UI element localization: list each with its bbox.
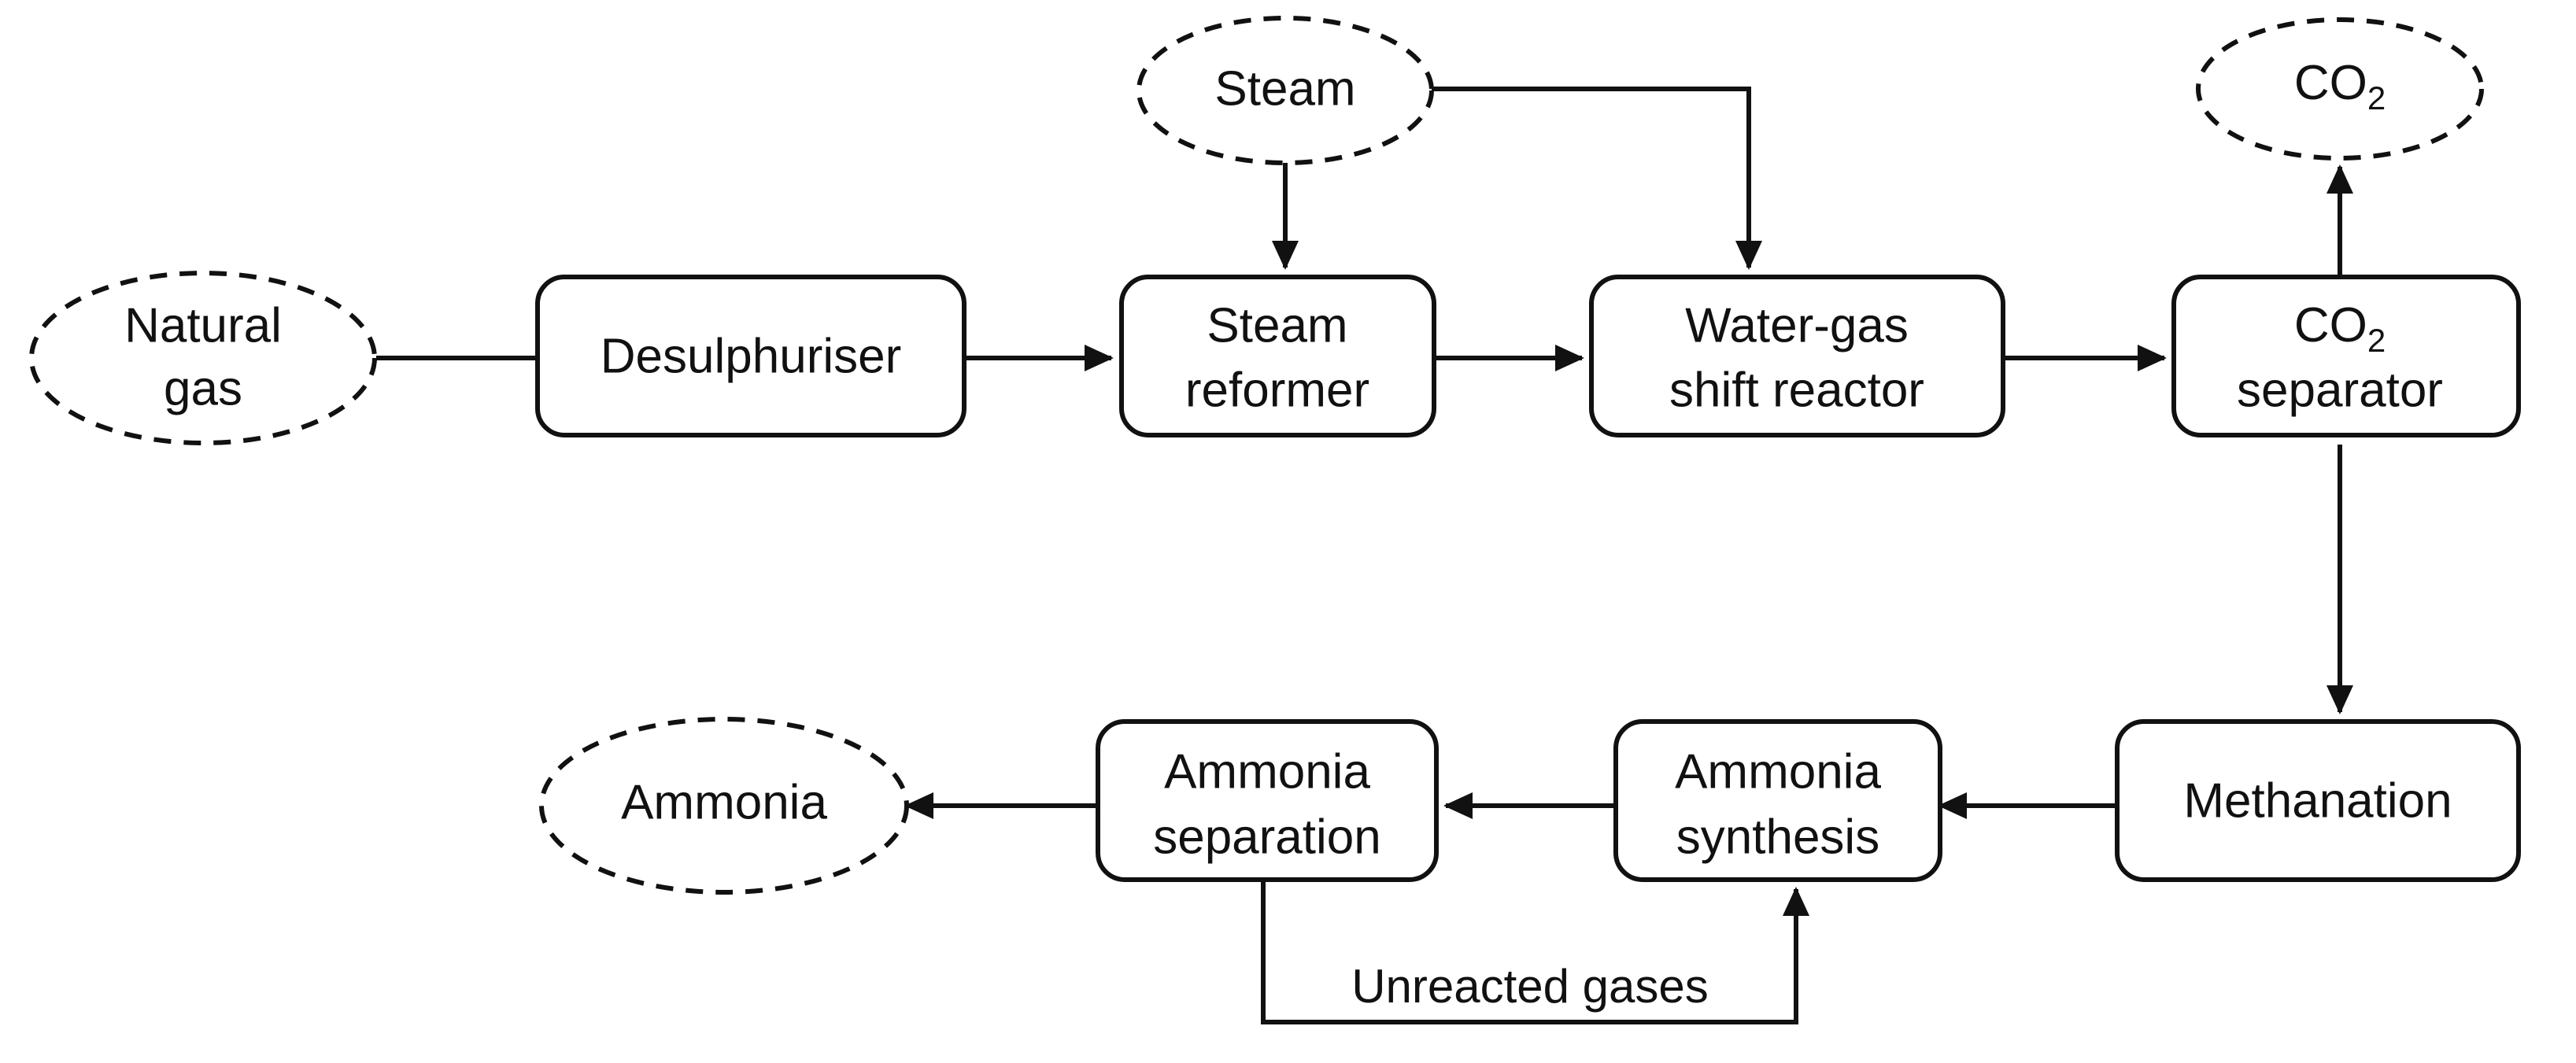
steam-label: Steam bbox=[1214, 61, 1355, 116]
natural-gas-ellipse bbox=[29, 271, 377, 445]
co2-separator-formula-subscript: 2 bbox=[2367, 322, 2386, 359]
methanation-label: Methanation bbox=[2183, 773, 2452, 828]
ammonia-separation-label-line2: separation bbox=[1153, 810, 1381, 864]
node-steam[interactable]: Steam bbox=[1136, 16, 1434, 165]
ammonia-product-ellipse bbox=[539, 717, 909, 895]
co2-product-formula: CO bbox=[2294, 56, 2367, 110]
natural-gas-label-line1: Natural bbox=[124, 298, 282, 352]
node-ammonia-synthesis[interactable]: Ammonia synthesis bbox=[1613, 719, 1942, 882]
steam-ellipse bbox=[1136, 16, 1434, 165]
natural-gas-label-line2: gas bbox=[164, 361, 242, 415]
steam-reformer-box bbox=[1119, 275, 1436, 437]
node-steam-reformer[interactable]: Steam reformer bbox=[1119, 275, 1436, 437]
node-co2-separator[interactable]: CO2 separator bbox=[2171, 275, 2521, 437]
co2-separator-formula: CO bbox=[2294, 298, 2367, 352]
co2-separator-label-line1: CO2 bbox=[2294, 298, 2386, 359]
edge-steam-to-water-gas-shift-reactor bbox=[1417, 87, 1763, 270]
edge-recycle-unreacted-gases bbox=[1261, 880, 1810, 1024]
steam-reformer-label-line2: reformer bbox=[1185, 363, 1369, 417]
unreacted-gases-label: Unreacted gases bbox=[1351, 960, 1709, 1013]
ammonia-synthesis-box bbox=[1613, 719, 1942, 882]
ammonia-synthesis-label-line2: synthesis bbox=[1676, 810, 1879, 864]
ammonia-separation-box bbox=[1096, 719, 1439, 882]
node-methanation[interactable]: Methanation bbox=[2115, 719, 2521, 882]
co2-separator-label-line2: separator bbox=[2237, 363, 2443, 417]
water-gas-shift-reactor-label-line1: Water-gas bbox=[1685, 298, 1909, 352]
node-co2-product[interactable]: CO2 bbox=[2196, 17, 2484, 161]
methanation-box bbox=[2115, 719, 2521, 882]
ammonia-separation-label-line1: Ammonia bbox=[1164, 744, 1370, 799]
desulphuriser-label: Desulphuriser bbox=[601, 329, 902, 383]
desulphuriser-box bbox=[535, 275, 966, 437]
water-gas-shift-reactor-box bbox=[1589, 275, 2005, 437]
co2-product-formula-subscript: 2 bbox=[2367, 79, 2386, 116]
node-ammonia-product[interactable]: Ammonia bbox=[539, 717, 909, 895]
node-ammonia-separation[interactable]: Ammonia separation bbox=[1096, 719, 1439, 882]
ammonia-product-label: Ammonia bbox=[621, 775, 827, 829]
node-water-gas-shift-reactor[interactable]: Water-gas shift reactor bbox=[1589, 275, 2005, 437]
steam-reformer-label-line1: Steam bbox=[1207, 298, 1347, 352]
node-natural-gas[interactable]: Natural gas bbox=[29, 271, 377, 445]
co2-product-ellipse bbox=[2196, 17, 2484, 161]
water-gas-shift-reactor-label-line2: shift reactor bbox=[1669, 363, 1924, 417]
co2-product-label: CO2 bbox=[2294, 56, 2386, 116]
co2-separator-box bbox=[2171, 275, 2521, 437]
node-desulphuriser[interactable]: Desulphuriser bbox=[535, 275, 966, 437]
ammonia-synthesis-label-line1: Ammonia bbox=[1675, 744, 1881, 799]
